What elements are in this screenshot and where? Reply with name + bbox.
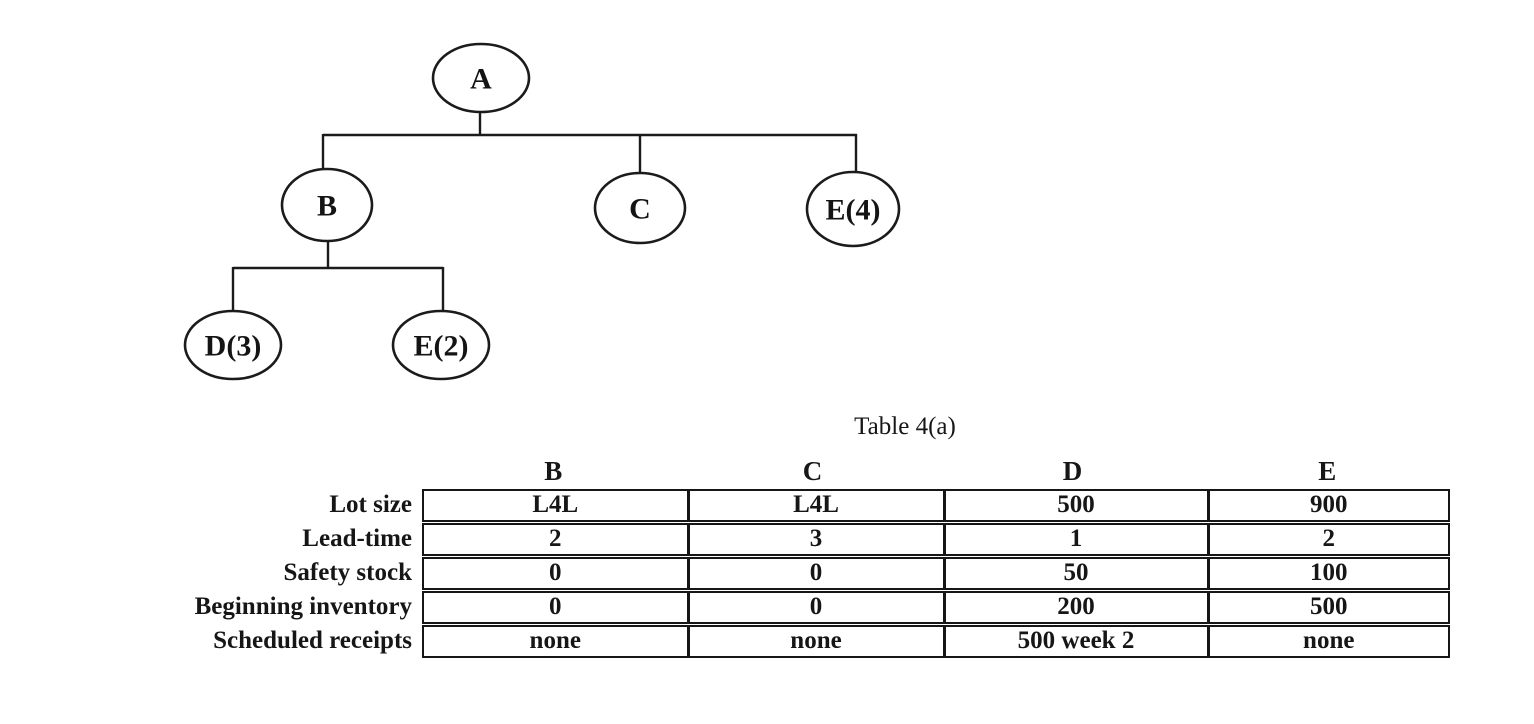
table-row-scheduled-receipts: none none 500 week 2 none [422, 625, 1450, 658]
table-row-beginning-inventory: 0 0 200 500 [422, 591, 1450, 624]
node-e2-label: E(2) [414, 330, 469, 363]
cell-lot-size-c: L4L [686, 491, 943, 520]
cell-beginning-inventory-d: 200 [942, 593, 1207, 622]
cell-beginning-inventory-e: 500 [1206, 593, 1449, 622]
col-header-d: D [1062, 456, 1083, 486]
cell-scheduled-receipts-e: none [1206, 627, 1449, 656]
cell-lot-size-e: 900 [1206, 491, 1449, 520]
cell-lead-time-c: 3 [686, 525, 943, 554]
row-label-beginning-inventory: Beginning inventory [194, 593, 412, 620]
cell-safety-stock-b: 0 [549, 559, 562, 586]
row-label-safety-stock: Safety stock [283, 559, 412, 586]
cell-scheduled-receipts-c: none [686, 627, 943, 656]
cell-lot-size-d: 500 [942, 491, 1207, 520]
node-b-label: B [317, 190, 337, 223]
row-label-scheduled-receipts: Scheduled receipts [213, 627, 412, 654]
node-c-circle [593, 171, 687, 245]
node-e2-circle [391, 309, 491, 381]
row-label-lot-size: Lot size [329, 491, 412, 518]
cell-safety-stock-d: 50 [942, 559, 1207, 588]
node-d3-label: D(3) [205, 330, 262, 363]
table-row-lot-size: L4L L4L 500 900 [422, 489, 1450, 522]
cell-lead-time-e: 2 [1206, 525, 1449, 554]
mrp-table: B C D E L4L L4L 500 900 2 3 1 2 0 0 50 1… [422, 456, 1450, 659]
node-a-label: A [470, 63, 492, 96]
cell-beginning-inventory-c: 0 [686, 593, 943, 622]
col-header-b: B [544, 456, 563, 486]
cell-safety-stock-e: 100 [1206, 559, 1449, 588]
node-d3-circle [183, 309, 283, 381]
cell-lead-time-d: 1 [942, 525, 1207, 554]
cell-lead-time-b: 2 [549, 525, 562, 552]
product-structure-tree: A B C E(4) D(3) E(2) [183, 42, 901, 381]
cell-scheduled-receipts-b: none [529, 627, 581, 654]
col-header-c: C [802, 456, 823, 486]
table-row-safety-stock: 0 0 50 100 [422, 557, 1450, 590]
table-title: Table 4(a) [854, 413, 956, 440]
table-row-lead-time: 2 3 1 2 [422, 523, 1450, 556]
cell-beginning-inventory-b: 0 [549, 593, 562, 620]
node-c-label: C [629, 193, 651, 226]
node-e4-label: E(4) [826, 194, 881, 227]
col-header-e: E [1318, 456, 1337, 486]
cell-lot-size-b: L4L [532, 491, 579, 518]
table-row-labels: Lot size Lead-time Safety stock Beginnin… [60, 489, 412, 659]
column-headers: B C D E [422, 456, 1450, 489]
row-label-lead-time: Lead-time [302, 525, 412, 552]
node-b-circle [280, 167, 374, 243]
cell-safety-stock-c: 0 [686, 559, 943, 588]
cell-scheduled-receipts-d: 500 week 2 [942, 627, 1207, 656]
node-e4-circle [805, 170, 901, 248]
node-a-circle [431, 42, 531, 114]
